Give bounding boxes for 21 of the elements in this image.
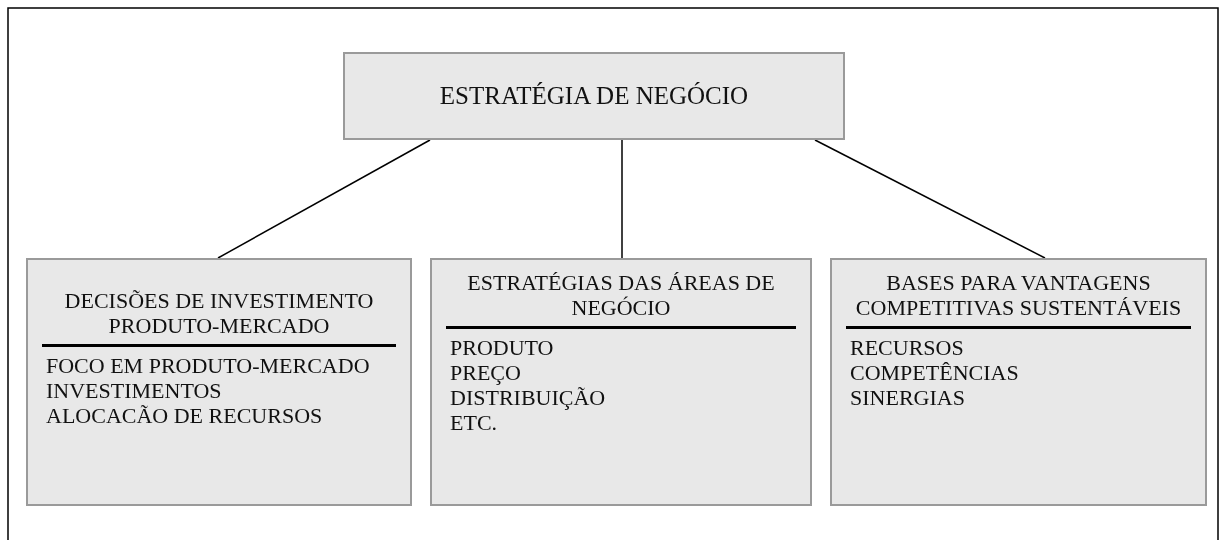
category-box xyxy=(430,258,812,506)
box-heading: ESTRATÉGIAS DAS ÁREAS DE NEGÓCIO xyxy=(466,270,776,320)
box-heading: DECISÕES DE INVESTIMENTO PRODUTO-MERCADO xyxy=(63,288,375,338)
list-item: PREÇO xyxy=(449,360,522,385)
list-item: ALOCACÃO DE RECURSOS xyxy=(45,403,324,428)
connector-line xyxy=(814,139,1046,259)
title-box xyxy=(343,52,845,140)
list-item: INVESTIMENTOS xyxy=(45,378,223,403)
list-item: ETC. xyxy=(449,410,499,435)
list-item: SINERGIAS xyxy=(849,385,966,410)
box-title: ESTRATÉGIA DE NEGÓCIO xyxy=(439,82,749,110)
category-box xyxy=(26,258,412,506)
category-box xyxy=(830,258,1207,506)
list-item: COMPETÊNCIAS xyxy=(849,360,1020,385)
list-item: DISTRIBUIÇÃO xyxy=(449,385,607,410)
connector-line xyxy=(217,139,431,259)
box-heading: BASES PARA VANTAGENS COMPETITIVAS SUSTENTÁVEIS xyxy=(854,270,1183,320)
list-item: FOCO EM PRODUTO-MERCADO xyxy=(45,353,371,378)
list-item: RECURSOS xyxy=(849,335,965,360)
list-item: PRODUTO xyxy=(449,335,555,360)
connector-line xyxy=(621,139,623,259)
